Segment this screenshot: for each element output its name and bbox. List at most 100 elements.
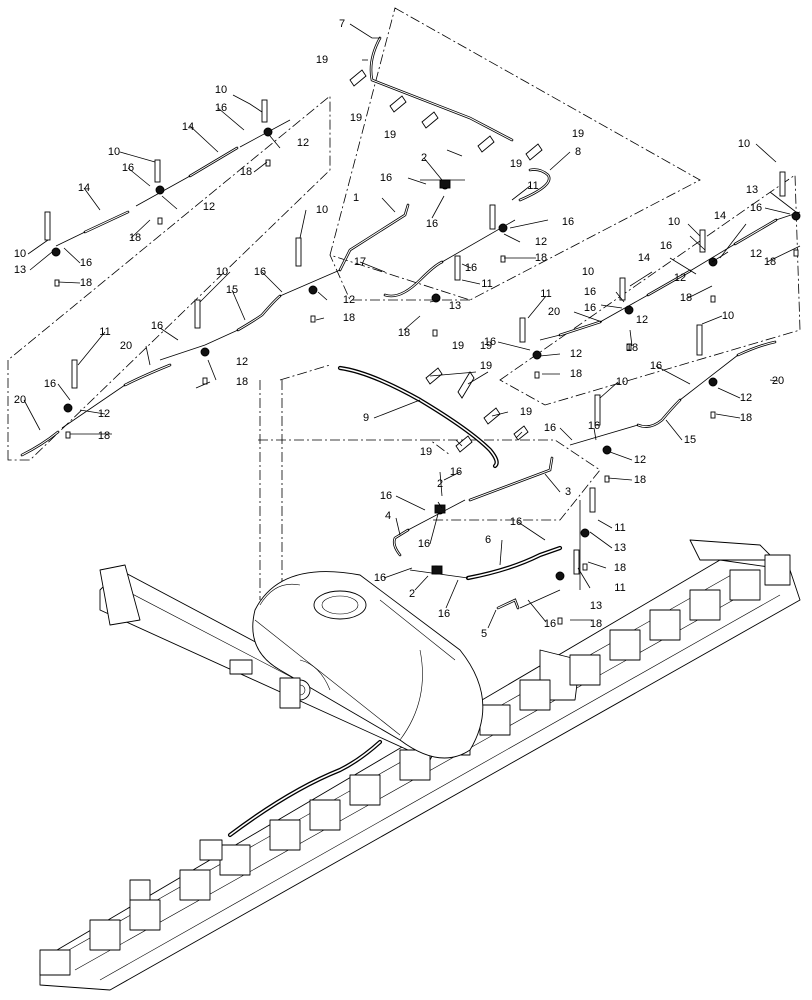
callout-2: 2	[409, 588, 415, 600]
callout-12: 12	[203, 201, 215, 213]
callout-18: 18	[570, 368, 582, 380]
callout-12: 12	[740, 392, 752, 404]
hose-clamp-19	[349, 69, 543, 453]
callout-12: 12	[236, 356, 248, 368]
callout-19: 19	[452, 340, 464, 352]
callout-10: 10	[216, 266, 228, 278]
callout-16: 16	[562, 216, 574, 228]
callout-13: 13	[746, 184, 758, 196]
callout-11: 11	[481, 278, 492, 290]
callout-10: 10	[14, 248, 26, 260]
callout-3: 3	[565, 486, 571, 498]
callout-19: 19	[420, 446, 432, 458]
callout-12: 12	[636, 314, 648, 326]
hose-line-1	[338, 203, 410, 272]
callout-13: 13	[449, 300, 461, 312]
callout-16: 16	[484, 336, 496, 348]
callout-12: 12	[98, 408, 110, 420]
callout-6: 6	[485, 534, 491, 546]
callout-19: 19	[520, 406, 532, 418]
callout-7: 7	[339, 18, 345, 30]
callout-1: 1	[353, 192, 359, 204]
center-connect-boundary	[329, 254, 470, 301]
callout-11: 11	[614, 522, 625, 534]
left-boom-boundary	[7, 95, 331, 461]
callout-10: 10	[668, 216, 680, 228]
callout-13: 13	[14, 264, 26, 276]
callout-18: 18	[98, 430, 110, 442]
row-units	[39, 554, 791, 976]
callout-18: 18	[764, 256, 776, 268]
callout-14: 14	[638, 252, 650, 264]
callout-19: 19	[480, 360, 492, 372]
callout-11: 11	[527, 180, 538, 192]
callout-16: 16	[584, 286, 596, 298]
callout-12: 12	[343, 294, 355, 306]
callout-18: 18	[129, 232, 141, 244]
callout-10: 10	[582, 266, 594, 278]
callout-16: 16	[254, 266, 266, 278]
callout-17: 17	[354, 256, 366, 268]
callout-2: 2	[421, 152, 427, 164]
callout-18: 18	[614, 562, 626, 574]
callout-20: 20	[548, 306, 560, 318]
callout-20: 20	[14, 394, 26, 406]
callout-labels: 7 19 19 19 19 19 8 10 16 14 12 10 16 18 …	[14, 18, 784, 640]
right-boom-boundary	[499, 174, 801, 406]
callout-15: 15	[684, 434, 696, 446]
callout-19: 19	[384, 129, 396, 141]
callout-16: 16	[374, 572, 386, 584]
callout-16: 16	[450, 466, 462, 478]
center-boom-boundary	[329, 7, 701, 301]
tank-line-boundary-2	[279, 364, 331, 381]
callout-11: 11	[99, 326, 110, 338]
callout-16: 16	[426, 218, 438, 230]
callout-16: 16	[380, 490, 392, 502]
hose-line-20b	[20, 430, 60, 457]
callout-16: 16	[465, 262, 477, 274]
callout-18: 18	[236, 376, 248, 388]
callout-13: 13	[614, 542, 626, 554]
callout-16: 16	[44, 378, 56, 390]
callout-18: 18	[240, 166, 252, 178]
callout-10: 10	[616, 376, 628, 388]
callout-16: 16	[750, 202, 762, 214]
callout-16: 16	[584, 302, 596, 314]
hose-line-7	[369, 36, 514, 142]
callout-8: 8	[575, 146, 581, 158]
callout-10: 10	[722, 310, 734, 322]
callout-18: 18	[634, 474, 646, 486]
callout-16: 16	[510, 516, 522, 528]
callout-18: 18	[343, 312, 355, 324]
callout-15: 15	[226, 284, 238, 296]
callout-14: 14	[182, 121, 194, 133]
callout-18: 18	[590, 618, 602, 630]
callout-18: 18	[80, 277, 92, 289]
callout-10: 10	[215, 84, 227, 96]
tank-lid	[313, 590, 367, 620]
callout-10: 10	[316, 204, 328, 216]
callout-14: 14	[78, 182, 90, 194]
callout-4: 4	[385, 510, 391, 522]
callout-16: 16	[544, 618, 556, 630]
leader-lines	[23, 23, 801, 629]
callout-12: 12	[634, 454, 646, 466]
callout-18: 18	[535, 252, 547, 264]
callout-16: 16	[215, 102, 227, 114]
callout-19: 19	[316, 54, 328, 66]
callout-16: 16	[122, 162, 134, 174]
check-valve-10	[44, 99, 786, 575]
callout-5: 5	[481, 628, 487, 640]
callout-11: 11	[614, 582, 625, 594]
callout-10: 10	[108, 146, 120, 158]
callout-9: 9	[363, 412, 369, 424]
hose-line-15-left	[236, 294, 282, 332]
callout-16: 16	[660, 240, 672, 252]
fittings	[44, 69, 801, 625]
callout-13: 13	[590, 600, 602, 612]
callout-16: 16	[650, 360, 662, 372]
callout-10: 10	[738, 138, 750, 150]
callout-16: 16	[438, 608, 450, 620]
lower-assembly-boundary	[430, 439, 601, 521]
